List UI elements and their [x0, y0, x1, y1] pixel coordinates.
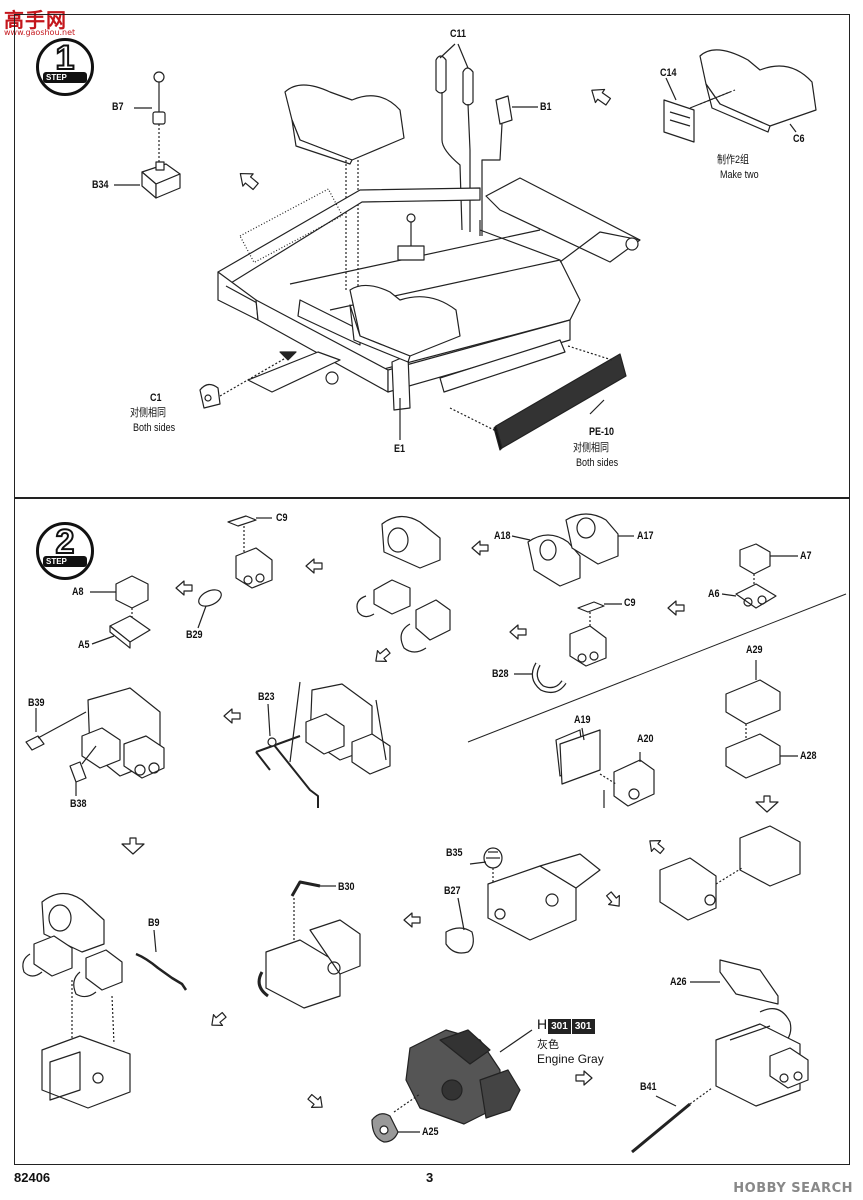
label-b39: B39	[28, 697, 45, 709]
part-b29	[197, 589, 222, 629]
step2-number: 2	[55, 522, 76, 562]
label-pe10-en: Both sides	[576, 457, 619, 469]
part-b1	[481, 95, 538, 236]
part-b7-lever	[134, 71, 166, 162]
label-c1-en: Both sides	[133, 422, 176, 434]
label-a18: A18	[494, 530, 511, 542]
part-a7-a6	[721, 543, 798, 609]
label-a25: A25	[422, 1126, 439, 1138]
paint-code-dark: 301	[548, 1019, 571, 1034]
hobby-search-watermark: HOBBY SEARCH	[733, 1181, 853, 1196]
label-b34: B34	[92, 179, 109, 191]
part-c9-top	[227, 515, 272, 552]
step1-word: STEP	[46, 73, 67, 82]
part-engine-a	[235, 547, 273, 589]
step2-word: STEP	[46, 557, 67, 566]
label-b29: B29	[186, 629, 203, 641]
label-make-two-cn: 制作2组	[717, 154, 750, 166]
label-b27: B27	[444, 885, 461, 897]
step2-badge: 2 STEP	[36, 522, 94, 580]
label-a17: A17	[637, 530, 654, 542]
label-b28: B28	[492, 668, 509, 680]
part-pe10-mesh	[449, 345, 627, 451]
paint-name-en: Engine Gray	[537, 1052, 604, 1066]
step2-bar	[43, 556, 87, 567]
part-a29-a28	[725, 660, 798, 779]
label-c1-cn: 对侧相同	[130, 407, 167, 419]
label-c14: C14	[660, 67, 677, 79]
part-engine-b39	[25, 687, 165, 796]
step1-panel	[14, 14, 850, 498]
part-seat-top	[284, 84, 405, 290]
label-a19: A19	[574, 714, 591, 726]
part-engine-b23	[255, 681, 391, 808]
product-code: 82406	[14, 1170, 51, 1185]
label-c9a: C9	[276, 512, 288, 524]
part-engine-b30	[257, 880, 361, 1009]
paint-code-light: 301	[571, 1019, 595, 1034]
part-c1	[199, 351, 297, 409]
step2-panel	[14, 498, 850, 1165]
step1-badge: 1 STEP	[36, 38, 94, 96]
label-b35: B35	[446, 847, 463, 859]
page-number: 3	[426, 1170, 434, 1185]
label-a7: A7	[800, 550, 812, 562]
part-engine-b35	[445, 847, 601, 954]
site-logo-url: www.gaoshou.net	[4, 28, 76, 37]
part-c14	[663, 77, 695, 143]
label-pe10: PE-10	[589, 426, 615, 438]
step1-number: 1	[55, 38, 76, 78]
part-e1-chassis	[217, 177, 641, 411]
label-pe10-cn: 对侧相同	[573, 442, 610, 454]
step1-arrows	[239, 88, 612, 191]
part-engine-a25-gray	[371, 1029, 533, 1143]
part-engine-housing-2	[22, 892, 188, 1109]
label-c11: C11	[450, 28, 467, 40]
label-a29: A29	[746, 644, 763, 656]
label-b38: B38	[70, 798, 87, 810]
step1-bar	[43, 72, 87, 83]
part-seat-installed	[349, 284, 461, 363]
label-e1: E1	[394, 443, 406, 455]
part-engine-right	[659, 825, 801, 921]
step2-arrows	[121, 540, 779, 1108]
label-b7: B7	[112, 101, 124, 113]
label-a28: A28	[800, 750, 817, 762]
part-engine-housing-1	[356, 515, 451, 653]
label-c9b: C9	[624, 597, 636, 609]
part-c11	[435, 43, 474, 232]
label-a6: A6	[708, 588, 720, 600]
label-a20: A20	[637, 733, 654, 745]
paint-name-cn: 灰色	[537, 1039, 559, 1051]
part-engine-a26	[631, 959, 809, 1154]
part-a8	[90, 575, 149, 622]
label-a26: A26	[670, 976, 687, 988]
part-c6-seat	[689, 49, 817, 133]
label-c1: C1	[150, 392, 162, 404]
part-c9-second	[514, 601, 622, 693]
label-make-two-en: Make two	[720, 169, 759, 181]
part-joystick	[397, 213, 425, 261]
label-b9: B9	[148, 917, 160, 929]
label-b23: B23	[258, 691, 275, 703]
part-a19-a20	[555, 727, 655, 808]
label-b1: B1	[540, 101, 552, 113]
label-a5: A5	[78, 639, 90, 651]
label-b41: B41	[640, 1081, 657, 1093]
part-a5	[91, 615, 151, 649]
part-b34-box	[114, 161, 181, 199]
part-a18-a17	[511, 513, 634, 587]
label-a8: A8	[72, 586, 84, 598]
paint-letter: H	[537, 1016, 548, 1032]
label-b30: B30	[338, 881, 355, 893]
label-c6: C6	[793, 133, 805, 145]
